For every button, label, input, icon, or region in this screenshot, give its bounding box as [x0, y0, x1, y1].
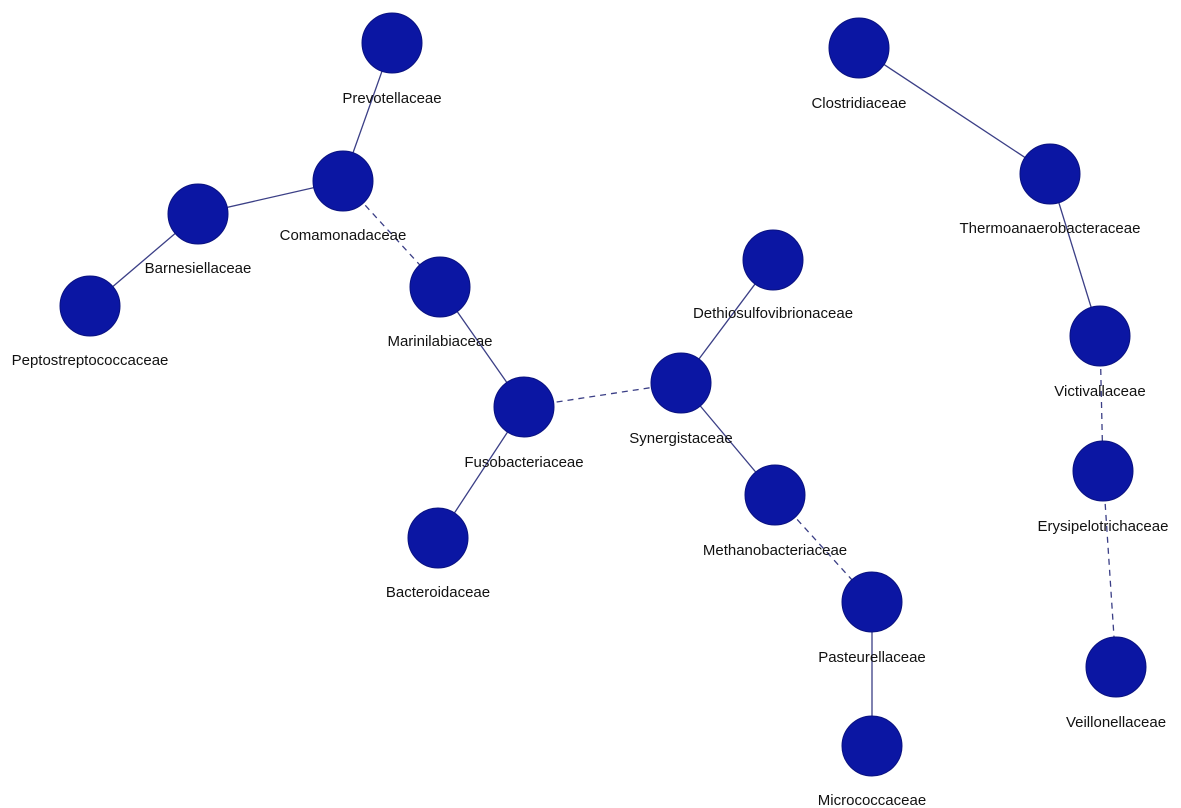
node-peptostreptococcaceae[interactable]	[59, 275, 121, 337]
node-bacteroidaceae[interactable]	[407, 507, 469, 569]
node-dethiosulfovibrionaceae[interactable]	[742, 229, 804, 291]
node-label-pasteurellaceae: Pasteurellaceae	[818, 649, 926, 666]
node-erysipelotrichaceae[interactable]	[1072, 440, 1134, 502]
node-pasteurellaceae[interactable]	[841, 571, 903, 633]
node-clostridiaceae[interactable]	[828, 17, 890, 79]
node-label-fusobacteriaceae: Fusobacteriaceae	[464, 454, 583, 471]
node-label-comamonadaceae: Comamonadaceae	[280, 227, 407, 244]
node-label-thermoanaerobacteraceae: Thermoanaerobacteraceae	[960, 220, 1141, 237]
node-micrococcaceae[interactable]	[841, 715, 903, 777]
node-label-victivallaceae: Victivallaceae	[1054, 383, 1145, 400]
node-marinilabiaceae[interactable]	[409, 256, 471, 318]
node-label-methanobacteriaceae: Methanobacteriaceae	[703, 542, 847, 559]
node-label-bacteroidaceae: Bacteroidaceae	[386, 584, 490, 601]
node-victivallaceae[interactable]	[1069, 305, 1131, 367]
node-label-synergistaceae: Synergistaceae	[629, 430, 732, 447]
node-veillonellaceae[interactable]	[1085, 636, 1147, 698]
node-label-peptostreptococcaceae: Peptostreptococcaceae	[12, 352, 169, 369]
node-label-micrococcaceae: Micrococcaceae	[818, 792, 926, 808]
node-label-dethiosulfovibrionaceae: Dethiosulfovibrionaceae	[693, 305, 853, 322]
edges-layer	[89, 42, 1117, 746]
node-label-barnesiellaceae: Barnesiellaceae	[145, 260, 252, 277]
node-comamonadaceae[interactable]	[312, 150, 374, 212]
node-label-marinilabiaceae: Marinilabiaceae	[387, 333, 492, 350]
node-label-prevotellaceae: Prevotellaceae	[342, 90, 441, 107]
node-synergistaceae[interactable]	[650, 352, 712, 414]
edge-clostridiaceae-thermoanaerobacteraceae	[858, 47, 1051, 175]
node-barnesiellaceae[interactable]	[167, 183, 229, 245]
nodes-layer	[59, 12, 1147, 777]
node-thermoanaerobacteraceae[interactable]	[1019, 143, 1081, 205]
node-label-clostridiaceae: Clostridiaceae	[811, 95, 906, 112]
node-prevotellaceae[interactable]	[361, 12, 423, 74]
node-fusobacteriaceae[interactable]	[493, 376, 555, 438]
node-label-veillonellaceae: Veillonellaceae	[1066, 714, 1166, 731]
node-methanobacteriaceae[interactable]	[744, 464, 806, 526]
labels-layer: PrevotellaceaeComamonadaceaeBarnesiellac…	[12, 90, 1169, 808]
node-label-erysipelotrichaceae: Erysipelotrichaceae	[1038, 518, 1169, 535]
